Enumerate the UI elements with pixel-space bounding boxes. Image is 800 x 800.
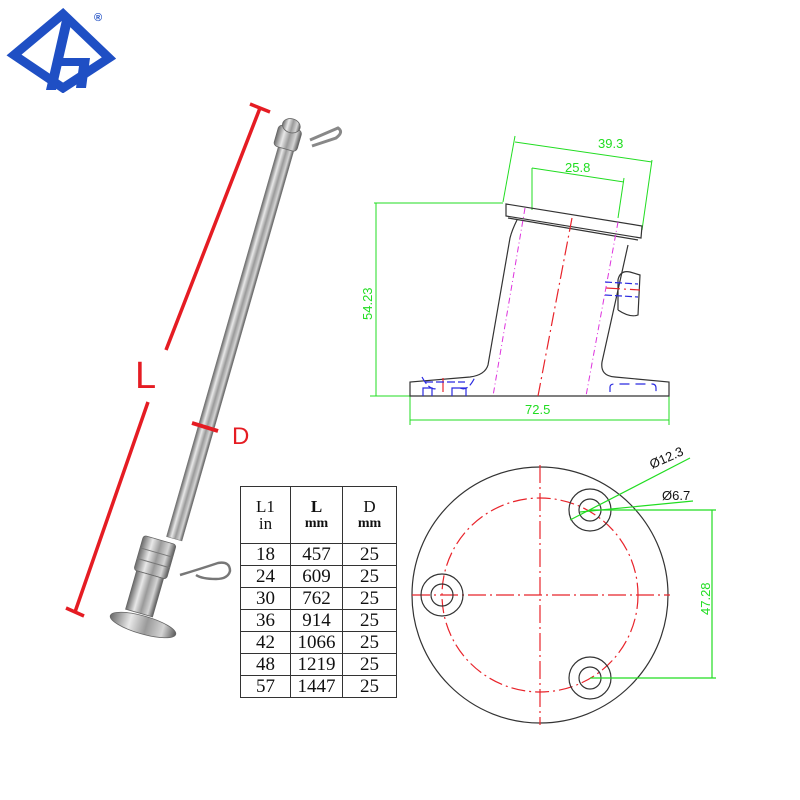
dim-height: 54.23 [360, 287, 375, 320]
flag-pole-tube [166, 132, 299, 542]
diameter-marker [191, 421, 219, 433]
pole-collar [125, 535, 177, 618]
product-photo: L D [0, 0, 380, 720]
brand-logo: ® [6, 7, 117, 94]
side-view-drawing: 39.3 25.8 54.23 72.5 [360, 130, 680, 430]
dim-top-outer-width: 39.3 [598, 136, 623, 151]
collar-snap-hook [179, 561, 232, 581]
registered-mark: ® [94, 12, 103, 24]
dim-hole-outer-diameter: Ø12.3 [647, 444, 685, 472]
top-view-drawing: Ø12.3 Ø6.7 47.28 [410, 440, 730, 740]
dim-base-width: 72.5 [525, 402, 550, 417]
top-snap-clip [309, 126, 343, 148]
length-dimension [65, 102, 271, 618]
mount-hole-left [420, 573, 464, 617]
diamond-h-logo-icon [6, 7, 117, 94]
dim-top-inner-width: 25.8 [565, 160, 590, 175]
dim-hole-inner-diameter: Ø6.7 [662, 488, 690, 503]
dim-hole-spacing: 47.28 [698, 582, 713, 615]
deck-base-flange [109, 611, 177, 639]
length-label: L [135, 355, 156, 397]
pole-top-cap [273, 118, 302, 152]
diameter-label: D [232, 423, 249, 450]
